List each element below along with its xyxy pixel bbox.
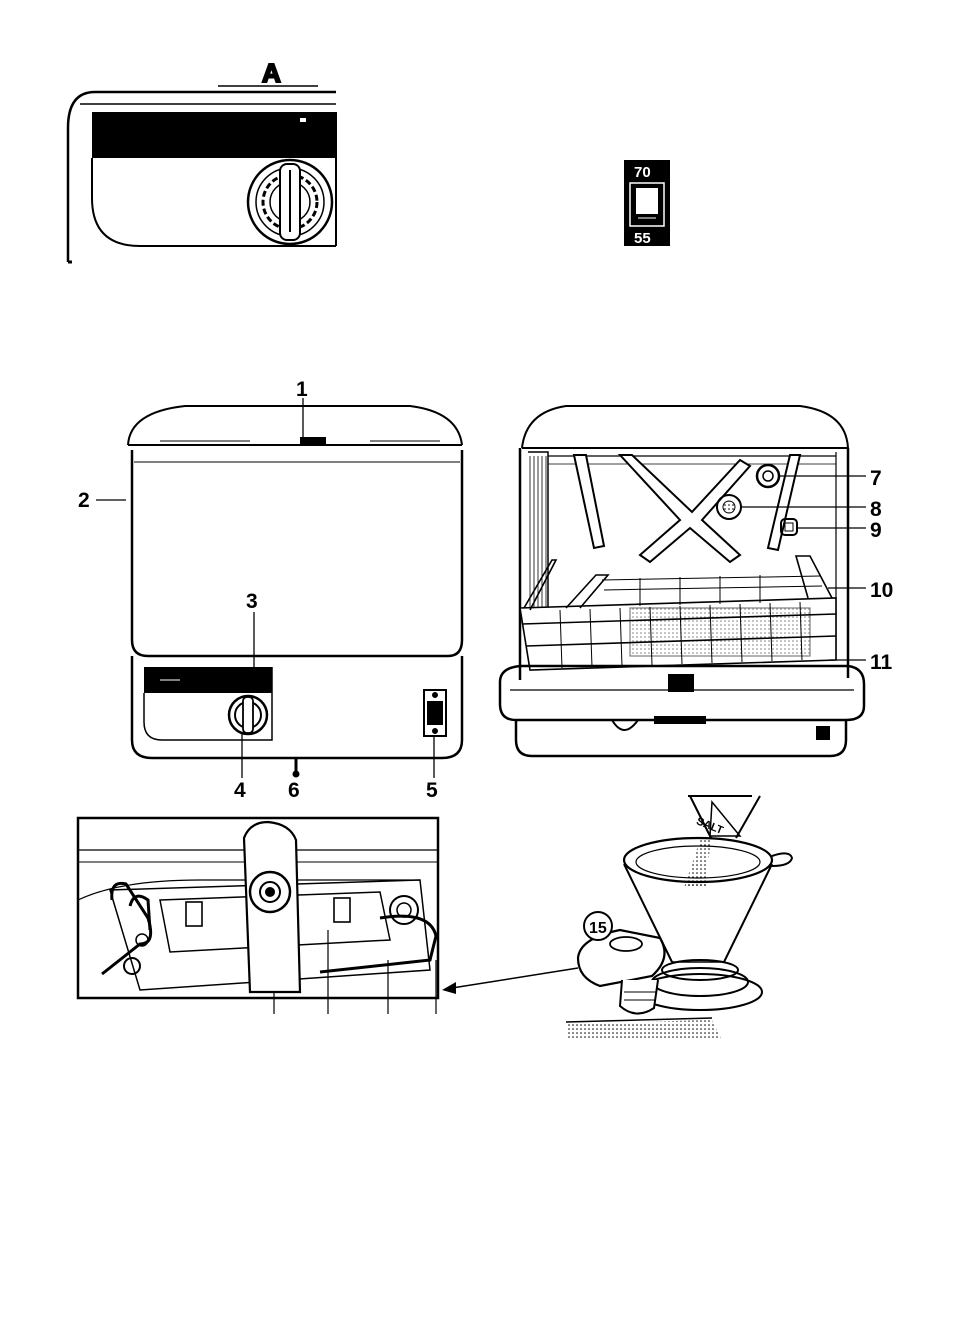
program-knob-detail [248, 160, 332, 244]
detail-arrow [442, 968, 578, 994]
callout-5: 5 [426, 779, 438, 802]
detail-a-control-panel: A [68, 58, 336, 262]
callout-8: 8 [870, 498, 882, 521]
salt-filling-detail: SALT 15 [566, 796, 792, 1040]
callout-9: 9 [870, 519, 882, 542]
rinse-aid-dispenser [757, 465, 779, 487]
detail-a-label: A [262, 58, 281, 88]
thermostat-low-label: 55 [634, 230, 651, 247]
callout-4: 4 [234, 779, 246, 802]
dish-basket [520, 556, 836, 670]
salt-reservoir-cap [578, 930, 665, 1014]
thermostat-high-label: 70 [634, 164, 651, 181]
callout-3: 3 [246, 590, 258, 613]
dishwasher-front-view [128, 406, 462, 777]
thermostat-switch [424, 690, 446, 736]
callout-15: 15 [589, 920, 607, 937]
panel-dark-strip [92, 112, 336, 158]
program-knob [229, 696, 267, 734]
thermostat-switch-detail: 70 55 [624, 160, 670, 247]
lid-handle [300, 437, 326, 445]
callout-10: 10 [870, 579, 893, 602]
callout-6: 6 [288, 779, 300, 802]
callout-11: 11 [870, 651, 893, 674]
dishwasher-open-view [500, 406, 864, 756]
callout-2: 2 [78, 489, 90, 512]
filter-detail [78, 818, 438, 1014]
callout-1: 1 [296, 378, 308, 401]
callout-7: 7 [870, 467, 882, 490]
